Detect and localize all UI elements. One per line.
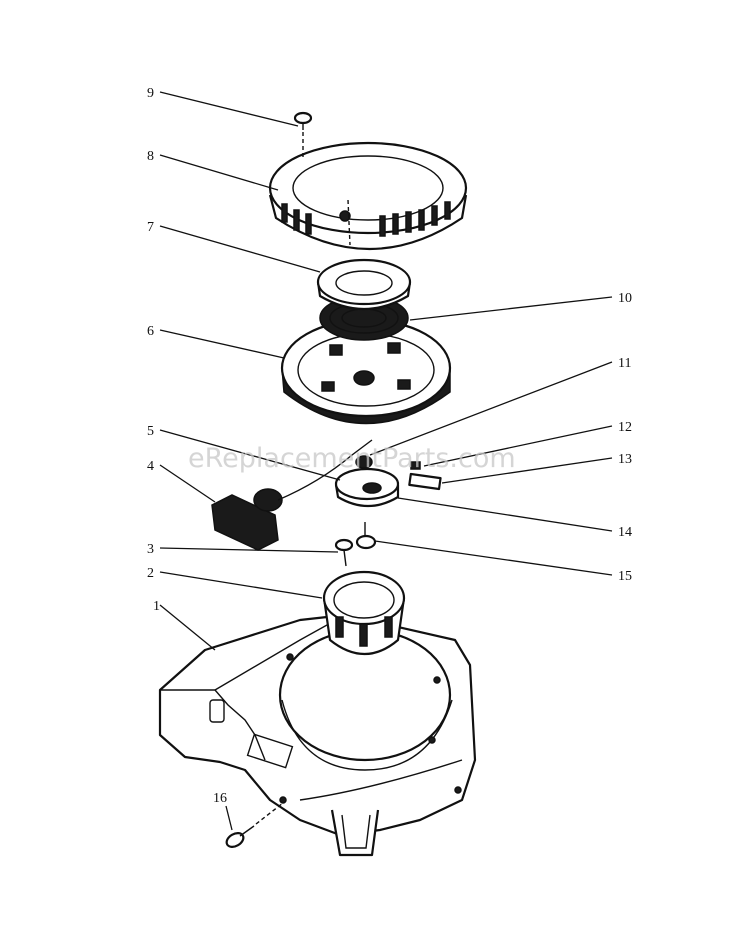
- leader-lines: [159, 91, 613, 831]
- callout-5: 5: [147, 424, 154, 439]
- ratchet-assembly: [334, 455, 442, 507]
- starter-pulley: [280, 318, 452, 425]
- starter-rope: [277, 439, 373, 501]
- callout-3: 3: [147, 542, 154, 557]
- callout-2: 2: [147, 566, 154, 581]
- screw-3: [334, 538, 354, 567]
- callout-6: 6: [147, 324, 154, 339]
- bolt-16: [225, 802, 284, 848]
- callout-10: 10: [618, 291, 632, 306]
- callouts: 9 8 7 6 5 4 3 2 1 10 11 12 13 14 15 16: [147, 86, 632, 806]
- callout-7: 7: [147, 220, 154, 235]
- callout-11: 11: [618, 356, 631, 371]
- callout-4: 4: [147, 459, 154, 474]
- callout-13: 13: [618, 452, 632, 467]
- recoil-spring: [319, 295, 409, 341]
- callout-15: 15: [618, 569, 632, 584]
- callout-12: 12: [618, 420, 632, 435]
- callout-9: 9: [147, 86, 154, 101]
- spring-cover: [316, 258, 412, 311]
- callout-1: 1: [153, 599, 160, 614]
- rewind-housing: [268, 141, 468, 250]
- blower-housing: [158, 613, 477, 857]
- screw-15: [355, 522, 377, 550]
- watermark: eReplacementParts.com: [188, 443, 516, 474]
- screw-9: [293, 111, 313, 130]
- starter-handle: [211, 488, 283, 551]
- callout-16: 16: [213, 791, 227, 806]
- callout-14: 14: [618, 525, 632, 540]
- callout-8: 8: [147, 149, 154, 164]
- starter-cup: [322, 570, 406, 656]
